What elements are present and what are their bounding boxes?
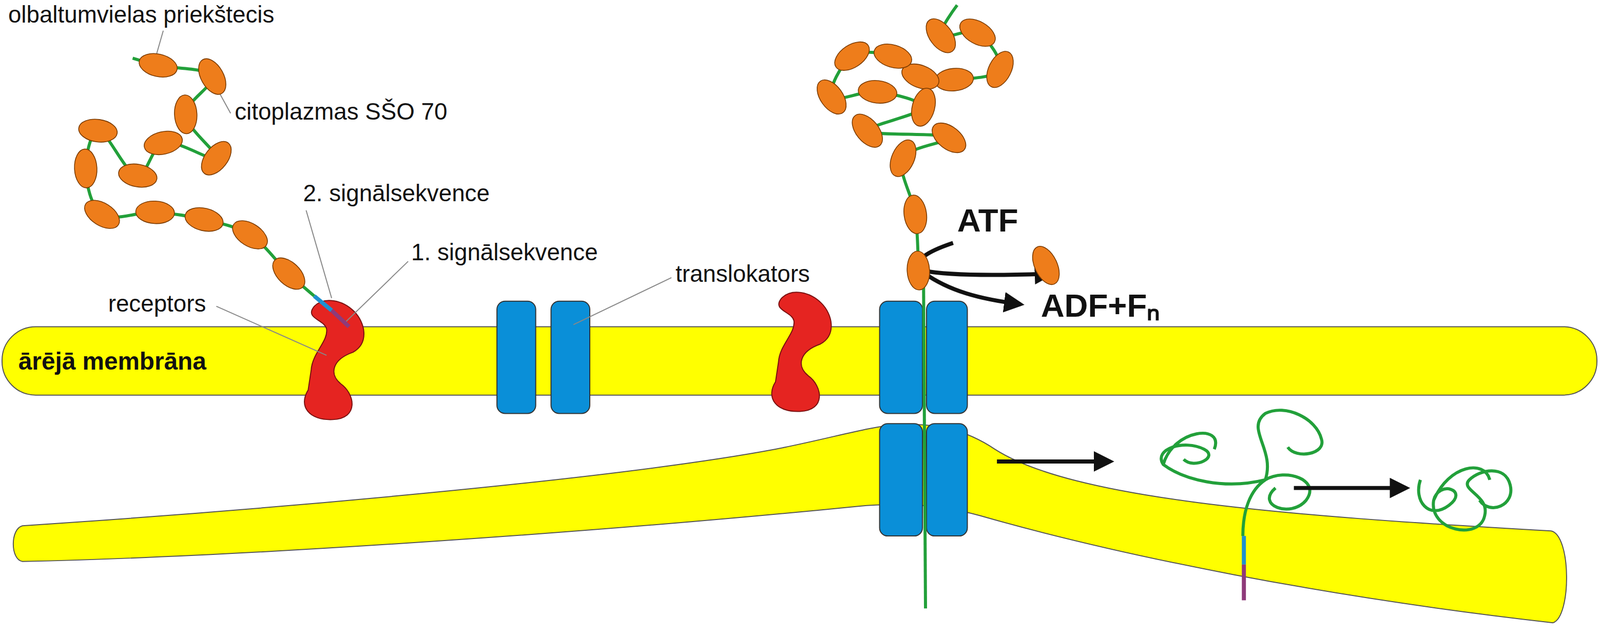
hsp70 [173,94,198,135]
hsp70 [884,136,921,181]
hsp70 [829,35,875,76]
receptor [304,292,832,420]
hsp70 [193,53,232,99]
part-label: 2. signālsekvence [302,180,490,207]
part-label: olbaltumvielas priekštecis [8,2,275,28]
hsp70 [1027,242,1065,289]
hsp70 [871,40,915,73]
hsp70 [136,49,180,81]
polypeptide [923,267,926,609]
signal-sequence-2 [314,296,332,311]
hsp70 [811,74,852,120]
hsp70 [905,250,931,291]
inner-membrane [13,424,1567,624]
translocator [496,301,968,536]
hsp70 [195,136,238,181]
leader-line [155,30,672,356]
hsp70 [227,215,273,256]
hsp70 [955,13,1000,52]
hsp70 [901,193,930,236]
hsp70 [933,66,975,93]
part-label: 1. signālsekvence [411,239,598,266]
part-label: ADF+Fₙ [1041,287,1161,324]
atp-arrow [918,242,1051,275]
hsp70 [116,161,159,191]
hsp70 [920,13,962,59]
signal-sequence-1 [1241,564,1246,601]
hsp70 [135,200,176,225]
hsp70 [846,108,889,153]
folding-protein [1161,410,1322,536]
part-label: translokators [675,261,811,287]
hsp70 [73,148,98,189]
part-label: ATF [957,203,1019,240]
hsp70 [79,194,125,235]
signal-sequence-2 [1241,535,1246,565]
hsp70 [981,47,1019,92]
process-arrow [1294,486,1407,491]
polypeptide-chain [85,58,315,296]
part-label: citoplazmas SŠO 70 [234,99,448,125]
hsp70 [857,78,899,106]
hsp70 [141,127,185,159]
part-label: receptors [108,291,207,317]
process-arrow [996,459,1111,464]
hsp70 [266,252,311,296]
hsp70 [182,204,226,236]
hsp70 [907,85,940,129]
signal-sequence-1 [331,310,350,327]
hsp70 [926,117,972,159]
atp-arrow [923,272,1021,305]
folded-protein [1418,467,1512,530]
membrane-label: ārējā membrāna [18,346,207,376]
membrane-band: ārējā membrāna [2,326,1597,395]
hsp70 [76,117,119,145]
